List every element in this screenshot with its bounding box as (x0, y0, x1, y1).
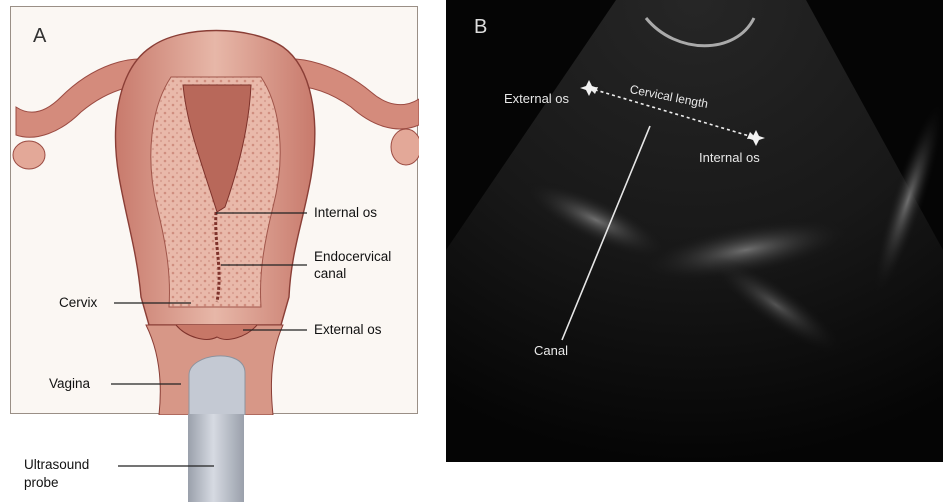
label-probe-1: Ultrasound (24, 456, 89, 473)
label-vagina: Vagina (49, 375, 90, 392)
probe-handle (188, 414, 244, 502)
left-ovary (13, 141, 45, 169)
label-internal-os-a: Internal os (314, 204, 377, 221)
label-endocervical-canal-2: canal (314, 265, 346, 282)
label-endocervical-canal-1: Endocervical (314, 248, 391, 265)
label-probe-2: probe (24, 474, 59, 491)
panel-letter-b: B (474, 16, 487, 39)
ultrasound-scan (446, 0, 943, 462)
label-internal-os-b: Internal os (699, 150, 760, 165)
label-canal: Canal (534, 343, 568, 358)
right-ovary (391, 129, 419, 165)
label-external-os-b: External os (504, 91, 569, 106)
ultrasound-panel: B External os Internal os Cervical lengt… (446, 0, 943, 462)
label-external-os-a: External os (314, 321, 382, 338)
ultrasound-probe (189, 356, 245, 415)
anatomy-panel: A (10, 6, 418, 414)
label-cervix: Cervix (59, 294, 97, 311)
